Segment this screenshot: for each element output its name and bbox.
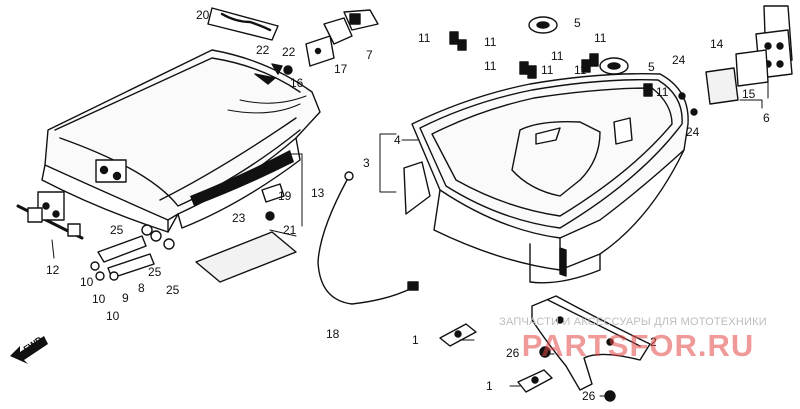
callout-7: 7 [366,48,373,62]
screw-parts [449,31,653,97]
callout-20: 20 [196,8,210,22]
callout-10b: 10 [92,292,106,306]
latch-parts [271,9,379,75]
fwd-indicator: FWD [10,334,48,364]
callout-1a: 1 [412,333,419,347]
nut-parts [539,346,616,402]
callout-11d: 11 [594,31,607,45]
callout-18: 18 [326,327,340,341]
callout-21: 21 [283,223,297,237]
trunk-body [403,73,689,284]
cable-part [317,171,419,305]
callout-23: 23 [232,211,246,225]
fwd-arrow-icon [10,336,48,364]
watermark-logo: PARTSFOR.RU [521,328,755,363]
callout-25a: 25 [110,223,124,237]
cap-parts [528,16,629,75]
pad-part [195,231,297,283]
callout-1b: 1 [486,379,493,393]
callout-25c: 25 [166,283,180,297]
callout-15: 15 [742,87,756,101]
callout-22a: 22 [256,43,270,57]
callout-2: 2 [650,335,657,349]
callout-9: 9 [122,291,129,305]
callout-24a: 24 [672,53,686,67]
callout-26b: 26 [582,389,596,403]
mount-bracket [531,295,651,391]
clip-parts [439,323,553,393]
callout-11a: 11 [418,31,431,45]
body-hinge-parts [678,5,793,116]
watermark-line: ЗАПЧАСТИ И АКСЕССУАРЫ ДЛЯ МОТОТЕХНИКИ [499,316,767,328]
callout-11h: 11 [656,85,669,99]
callout-11c: 11 [551,49,564,63]
trunk-lid [16,49,321,240]
callout-11g: 11 [574,63,587,77]
callout-12: 12 [46,263,60,277]
callout-25b: 25 [148,265,162,279]
seal-strip [190,150,294,206]
callout-22b: 22 [282,45,296,59]
callout-3: 3 [363,156,370,170]
leader-lines [51,81,769,397]
callout-10a: 10 [80,275,94,289]
callout-26a: 26 [506,346,520,360]
callout-4: 4 [394,133,401,147]
callout-6: 6 [763,111,770,125]
callout-5a: 5 [574,16,581,30]
callout-8: 8 [138,281,145,295]
emblem-part [207,7,279,41]
callout-10c: 10 [106,309,120,323]
callout-11f: 11 [541,63,554,77]
callout-17: 17 [334,62,348,76]
callout-24b: 24 [686,125,700,139]
callout-19: 19 [278,189,292,203]
callout-13: 13 [311,186,325,200]
callout-5b: 5 [648,60,655,74]
callout-11b: 11 [484,35,497,49]
callout-11e: 11 [484,59,497,73]
callout-16: 16 [290,76,304,90]
callout-14: 14 [710,37,724,51]
hardware-parts [90,183,285,281]
